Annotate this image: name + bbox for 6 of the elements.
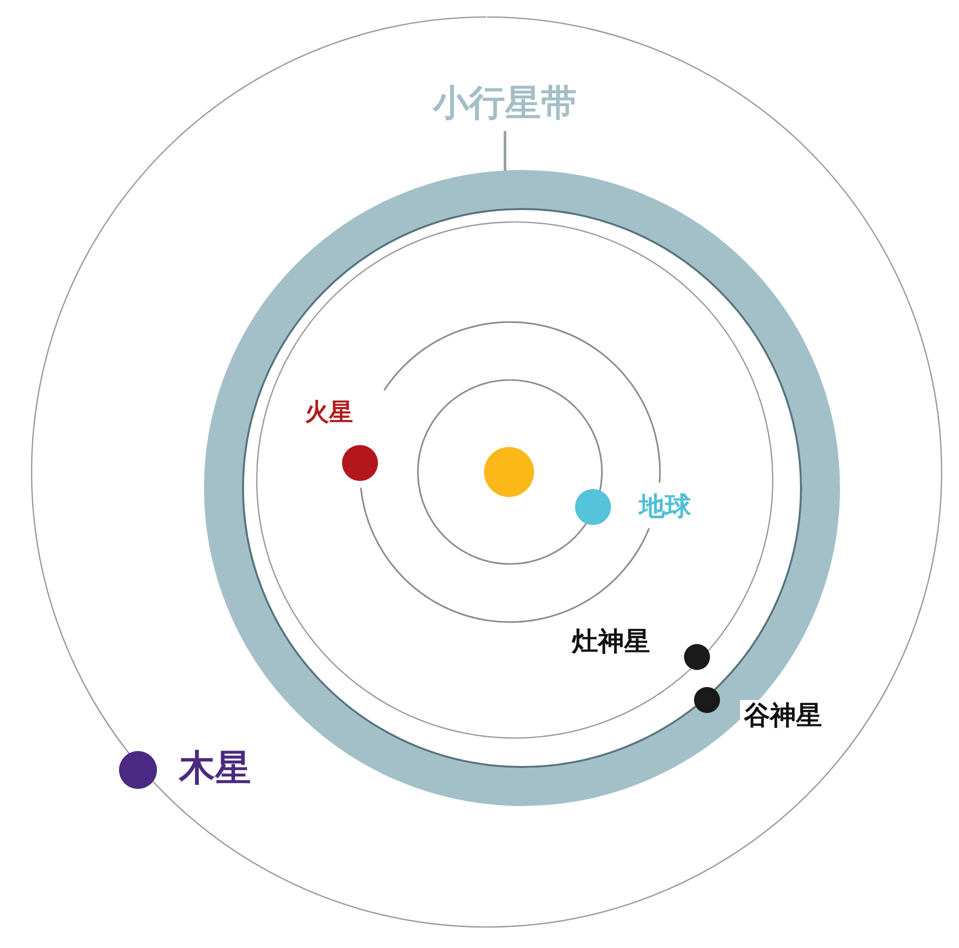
planet-label: 灶神星	[572, 629, 650, 655]
planet-dot	[119, 751, 157, 789]
planet-label: 木星	[179, 750, 251, 786]
belt-label: 小行星带	[420, 82, 590, 126]
leader-line	[504, 131, 506, 170]
planet-label: 火星	[305, 401, 353, 425]
